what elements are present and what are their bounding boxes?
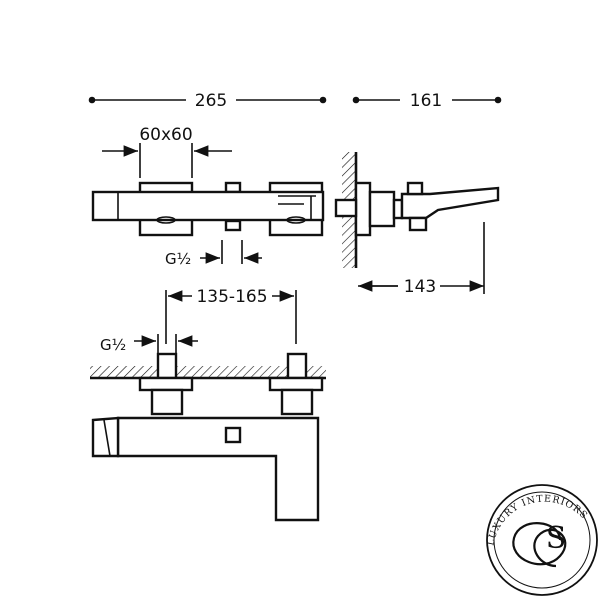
- spout-projection-dimension: 143: [358, 222, 485, 297]
- escutcheon-label: 60x60: [139, 125, 192, 145]
- logo-monogram: S: [546, 521, 567, 556]
- top-view: [91, 181, 325, 237]
- overall-width-label: 265: [195, 91, 227, 111]
- luxury-interiors-logo: LUXURY INTERIORS S: [485, 484, 598, 596]
- bottom-connection-label: G½: [100, 336, 126, 354]
- spout-projection-label: 143: [404, 277, 436, 297]
- overall-depth-dimension: 161: [352, 91, 502, 111]
- escutcheon-dimension: 60x60: [102, 125, 232, 178]
- side-connection-label: G½: [165, 250, 191, 268]
- center-range-dimension: 135-165: [165, 287, 297, 344]
- bottom-connection-dimension: G½: [100, 334, 198, 360]
- front-view: [90, 352, 326, 522]
- side-connection-dimension: G½: [165, 240, 262, 268]
- overall-width-dimension: 265: [88, 91, 327, 111]
- center-range-label: 135-165: [196, 287, 267, 307]
- side-view: [334, 152, 500, 268]
- logo-brand-text: LUXURY INTERIORS: [485, 494, 589, 547]
- overall-depth-label: 161: [410, 91, 442, 111]
